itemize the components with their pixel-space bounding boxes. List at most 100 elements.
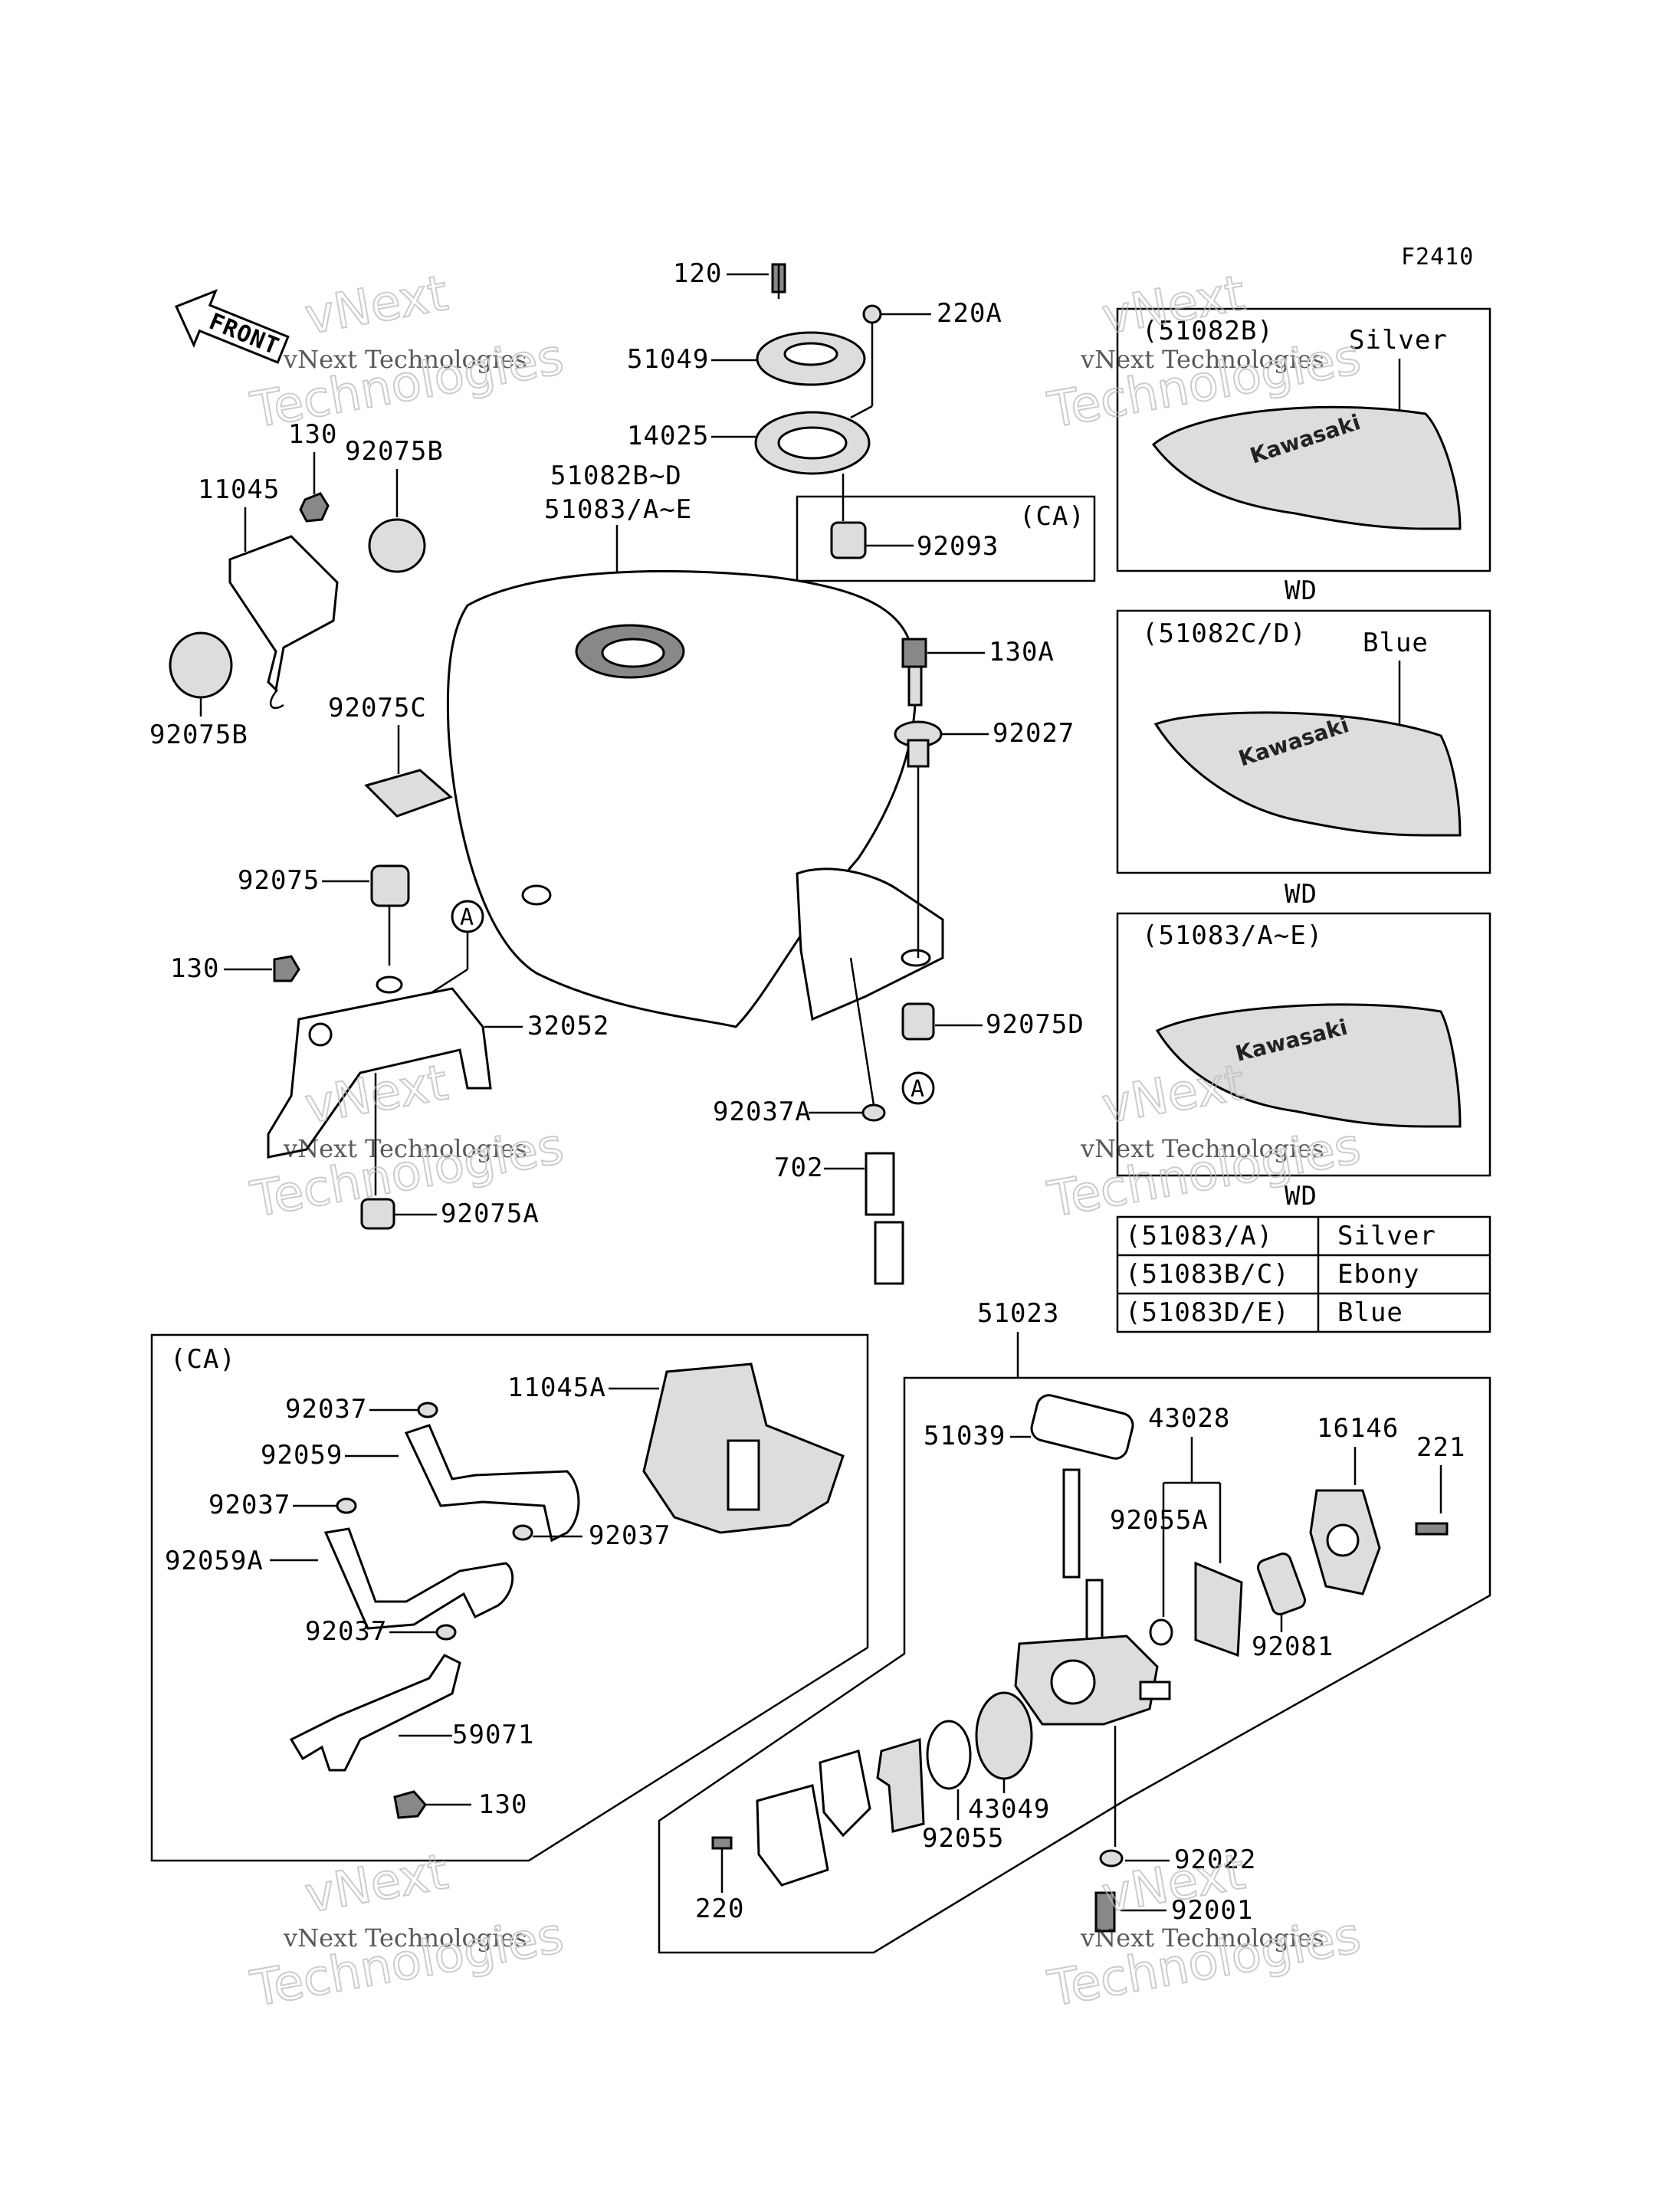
color-table-row1-color: Silver [1337, 1221, 1436, 1251]
label-92093: 92093 [917, 531, 999, 562]
bracket-11045 [228, 535, 339, 693]
label-92037-4: 92037 [305, 1616, 387, 1647]
variant-1-color: Silver [1349, 325, 1448, 356]
label-92075B-bot: 92075B [149, 720, 248, 750]
screw-220A [862, 304, 882, 324]
label-92075D: 92075D [986, 1009, 1084, 1040]
plate-43049 [975, 1691, 1033, 1780]
label-92055A: 92055A [1110, 1505, 1209, 1536]
watermark-text-2: vNext Technologies [1080, 345, 1324, 374]
label-130A: 130A [989, 637, 1055, 667]
watermark-text-1: vNext Technologies [283, 345, 527, 374]
variant-3-region: WD [1285, 1181, 1317, 1212]
damper-92075B-bot [169, 631, 233, 699]
color-table: (51083/A) Silver (51083B/C) Ebony (51083… [1116, 1215, 1491, 1333]
fuel-cap-group: 120 220A 51049 14025 (CA) 92093 [627, 258, 1096, 582]
bolt-92001 [1094, 1891, 1116, 1933]
variant-box-2 [1116, 609, 1491, 874]
pipe-59071 [289, 1654, 461, 1772]
label-43028: 43028 [1148, 1403, 1230, 1434]
label-32052: 32052 [527, 1011, 609, 1041]
circle-a-right [901, 1071, 935, 1105]
hose-92059A [323, 1527, 514, 1630]
circle-a-left-label: A [460, 904, 474, 931]
variant-1-region: WD [1285, 575, 1317, 606]
label-11045: 11045 [198, 474, 280, 505]
label-92037-1: 92037 [285, 1394, 367, 1425]
clamp-92037A [861, 1103, 886, 1122]
bolt-130-mid [273, 955, 300, 982]
ca-lower-label: (CA) [170, 1344, 236, 1375]
label-220A: 220A [937, 298, 1002, 329]
label-702: 702 [774, 1153, 823, 1183]
gasket-plate [876, 1738, 925, 1833]
label-130-mid: 130 [170, 953, 219, 984]
label-51049: 51049 [627, 344, 709, 375]
label-92022: 92022 [1174, 1844, 1256, 1875]
label-51023: 51023 [977, 1298, 1059, 1329]
ca-hose-group: (CA) 92037 92059 92037 92059A 92037 9203… [150, 1333, 869, 1862]
label-92075C: 92075C [328, 693, 427, 723]
watermark-big-1a: vNext [301, 265, 452, 346]
label-59071: 59071 [452, 1720, 534, 1750]
washer-92022 [1099, 1849, 1124, 1867]
variant-box-3 [1116, 912, 1491, 1177]
label-16146: 16146 [1317, 1413, 1399, 1444]
screw-220 [711, 1836, 733, 1850]
grommet-92093 [830, 521, 867, 559]
bolt-130A [901, 638, 927, 668]
color-table-row3-code: (51083D/E) [1125, 1297, 1290, 1328]
gasket-51039 [1030, 1394, 1134, 1460]
bolt-130-top [299, 492, 330, 523]
front-label: FRONT [205, 308, 283, 360]
spring-92081 [1256, 1553, 1307, 1615]
label-92037A: 92037A [713, 1097, 812, 1127]
label-130-bot: 130 [478, 1789, 527, 1820]
variant-panels: (51082B) Silver Kawasaki WD (51082C/D) B… [1116, 307, 1491, 1333]
watermark-big-4a: vNext [1098, 1054, 1249, 1135]
fuel-cock-group: 51023 51039 43028 92055A 16146 221 92081… [658, 1298, 1491, 1954]
color-table-row3-color: Blue [1337, 1297, 1403, 1328]
grommet-92075D [901, 1002, 935, 1041]
watermark-text-5: vNext Technologies [283, 1923, 527, 1953]
color-table-row2-color: Ebony [1337, 1259, 1419, 1290]
watermark-text-3: vNext Technologies [283, 1134, 527, 1163]
label-92059: 92059 [261, 1440, 343, 1471]
watermark-text-4: vNext Technologies [1080, 1134, 1324, 1163]
variant-2-code: (51082C/D) [1142, 618, 1307, 649]
label-92075: 92075 [238, 865, 320, 896]
label-92059A: 92059A [165, 1546, 264, 1576]
label-92075B-top: 92075B [345, 436, 444, 467]
damper-92075B-top [368, 518, 426, 573]
label-130-top: 130 [288, 419, 337, 450]
watermark-big-5a: vNext [301, 1844, 452, 1924]
hose-702 [865, 1152, 895, 1216]
figure-code: F2410 [1401, 244, 1474, 271]
label-43049: 43049 [968, 1794, 1050, 1825]
oring-92055 [926, 1720, 972, 1790]
variant-2-color: Blue [1363, 628, 1429, 658]
label-11045A: 11045A [507, 1372, 606, 1403]
label-120: 120 [673, 258, 722, 289]
label-92037-2: 92037 [208, 1490, 290, 1520]
left-bracket-group: 130 92075B 11045 92075B 92075C 92075 130… [149, 419, 609, 1230]
label-92055: 92055 [922, 1823, 1004, 1854]
label-14025: 14025 [627, 421, 709, 451]
label-92081: 92081 [1252, 1631, 1334, 1662]
cover-43028 [1194, 1561, 1243, 1658]
circle-a-right-label: A [911, 1076, 925, 1103]
grommet-92075A [360, 1198, 395, 1230]
label-51039: 51039 [924, 1421, 1006, 1451]
pipe-main [1062, 1468, 1081, 1579]
label-220: 220 [695, 1894, 744, 1924]
pad-92075C [364, 769, 453, 818]
color-table-row2-code: (51083B/C) [1125, 1259, 1290, 1290]
screw-221 [1415, 1522, 1449, 1536]
hose-92059 [404, 1424, 580, 1543]
watermark-text-6: vNext Technologies [1080, 1923, 1324, 1953]
front-arrow-icon: FRONT [174, 289, 290, 364]
bolt-130-bot [393, 1790, 427, 1819]
variant-2-region: WD [1285, 879, 1317, 910]
ca-box-label: (CA) [1019, 501, 1085, 532]
